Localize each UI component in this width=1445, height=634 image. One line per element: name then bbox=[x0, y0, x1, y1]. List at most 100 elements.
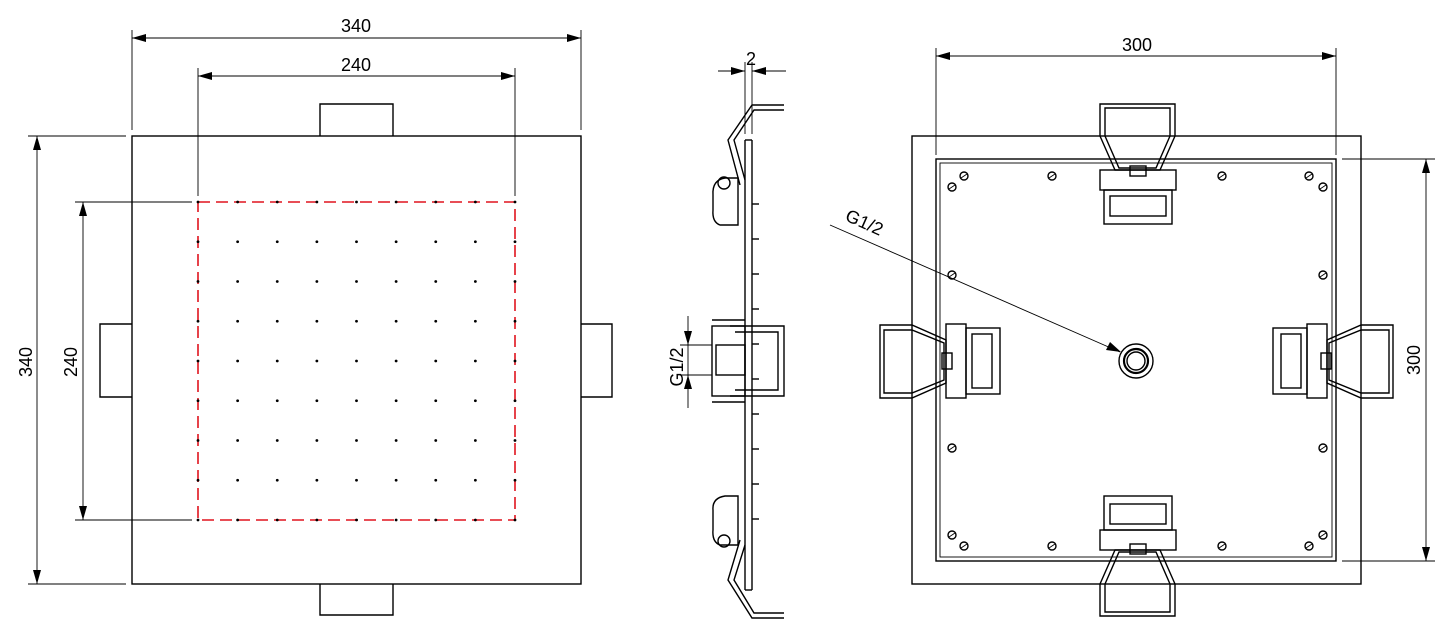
screw-hole bbox=[947, 530, 957, 540]
nozzle bbox=[275, 439, 279, 442]
nozzle bbox=[355, 518, 358, 522]
nozzle bbox=[394, 478, 398, 482]
screw-hole bbox=[947, 182, 957, 192]
nozzle-grid bbox=[196, 200, 517, 522]
screw-hole bbox=[1318, 443, 1328, 453]
nozzle bbox=[355, 200, 358, 204]
nozzle bbox=[315, 200, 319, 204]
side-view: 2 G1/2 bbox=[667, 49, 786, 619]
nozzle bbox=[473, 359, 477, 363]
nozzle bbox=[275, 359, 279, 363]
dim-label: 340 bbox=[341, 16, 371, 36]
dim-label: 240 bbox=[61, 347, 81, 377]
screw-hole bbox=[1217, 171, 1227, 181]
nozzle bbox=[196, 439, 200, 442]
dim-label: 340 bbox=[16, 347, 36, 377]
nozzle bbox=[513, 280, 517, 283]
nozzle bbox=[275, 478, 279, 482]
nozzle bbox=[196, 359, 200, 363]
dim-thread-side: G1/2 bbox=[667, 316, 712, 408]
nozzle bbox=[275, 280, 279, 283]
nozzle bbox=[236, 200, 240, 204]
clip-left bbox=[879, 323, 1001, 399]
nozzle bbox=[473, 478, 477, 482]
screw-hole bbox=[959, 541, 969, 551]
dim-label: G1/2 bbox=[667, 347, 687, 386]
nozzle bbox=[196, 478, 200, 482]
screw-hole bbox=[947, 270, 957, 280]
dim-label: 300 bbox=[1122, 35, 1152, 55]
water-inlet bbox=[1118, 343, 1154, 379]
nozzle bbox=[394, 399, 398, 403]
nozzle bbox=[394, 200, 398, 204]
dim-inner-width: 240 bbox=[197, 55, 516, 196]
nozzle bbox=[394, 439, 398, 442]
nozzle bbox=[355, 240, 358, 244]
nozzle bbox=[513, 240, 517, 244]
nozzle bbox=[355, 319, 358, 323]
nozzle bbox=[434, 240, 438, 244]
nozzle bbox=[355, 478, 358, 482]
nozzle bbox=[315, 359, 319, 363]
nozzle bbox=[473, 240, 477, 244]
nozzle bbox=[275, 200, 279, 204]
nozzle bbox=[196, 518, 200, 522]
screw-holes bbox=[947, 171, 1328, 551]
thread-label: G1/2 bbox=[843, 205, 887, 239]
nozzle bbox=[196, 280, 200, 283]
dim-label: 300 bbox=[1404, 345, 1424, 375]
screw-hole bbox=[1318, 530, 1328, 540]
nozzle bbox=[394, 359, 398, 363]
nozzle bbox=[434, 399, 438, 403]
nozzle bbox=[394, 319, 398, 323]
nozzle bbox=[236, 240, 240, 244]
screw-hole bbox=[947, 443, 957, 453]
screw-hole bbox=[1318, 182, 1328, 192]
outer-frame bbox=[911, 135, 1362, 585]
nozzle bbox=[236, 478, 240, 482]
nozzle bbox=[236, 518, 240, 522]
nozzle bbox=[513, 399, 517, 403]
clip-right bbox=[1272, 323, 1394, 399]
nozzle bbox=[315, 439, 319, 442]
nozzle bbox=[236, 319, 240, 323]
nozzle bbox=[315, 478, 319, 482]
dim-label: 240 bbox=[341, 55, 371, 75]
nozzle bbox=[355, 399, 358, 403]
nozzle bbox=[513, 518, 517, 522]
nozzle bbox=[434, 478, 438, 482]
bottom-view: G1/2 300 300 bbox=[829, 35, 1435, 617]
nozzle bbox=[513, 319, 517, 323]
nozzle bbox=[473, 518, 477, 522]
nozzle bbox=[434, 359, 438, 363]
nozzle bbox=[394, 240, 398, 244]
screw-hole bbox=[1217, 541, 1227, 551]
nozzle bbox=[434, 518, 438, 522]
nozzle bbox=[355, 359, 358, 363]
nozzle bbox=[315, 518, 319, 522]
screw-hole bbox=[1318, 270, 1328, 280]
nozzle bbox=[473, 439, 477, 442]
dim-label: 2 bbox=[746, 49, 756, 69]
screw-hole bbox=[1304, 541, 1314, 551]
nozzle bbox=[315, 399, 319, 403]
nozzle bbox=[355, 439, 358, 442]
dim-inner-height: 240 bbox=[61, 201, 192, 521]
tab-right bbox=[581, 323, 613, 398]
nozzle bbox=[275, 240, 279, 244]
nozzle bbox=[513, 478, 517, 482]
thread-leader: G1/2 bbox=[829, 205, 1121, 353]
nozzle bbox=[236, 399, 240, 403]
dim-outer-height: 340 bbox=[16, 135, 126, 585]
nozzle bbox=[394, 280, 398, 283]
nozzle bbox=[275, 518, 279, 522]
nozzle bbox=[315, 319, 319, 323]
nozzle bbox=[513, 200, 517, 204]
nozzle bbox=[196, 399, 200, 403]
center-clip bbox=[730, 325, 785, 397]
screw-hole bbox=[1304, 171, 1314, 181]
nozzle bbox=[473, 399, 477, 403]
nozzle bbox=[394, 518, 398, 522]
nozzle bbox=[315, 240, 319, 244]
screw-hole bbox=[1047, 541, 1057, 551]
